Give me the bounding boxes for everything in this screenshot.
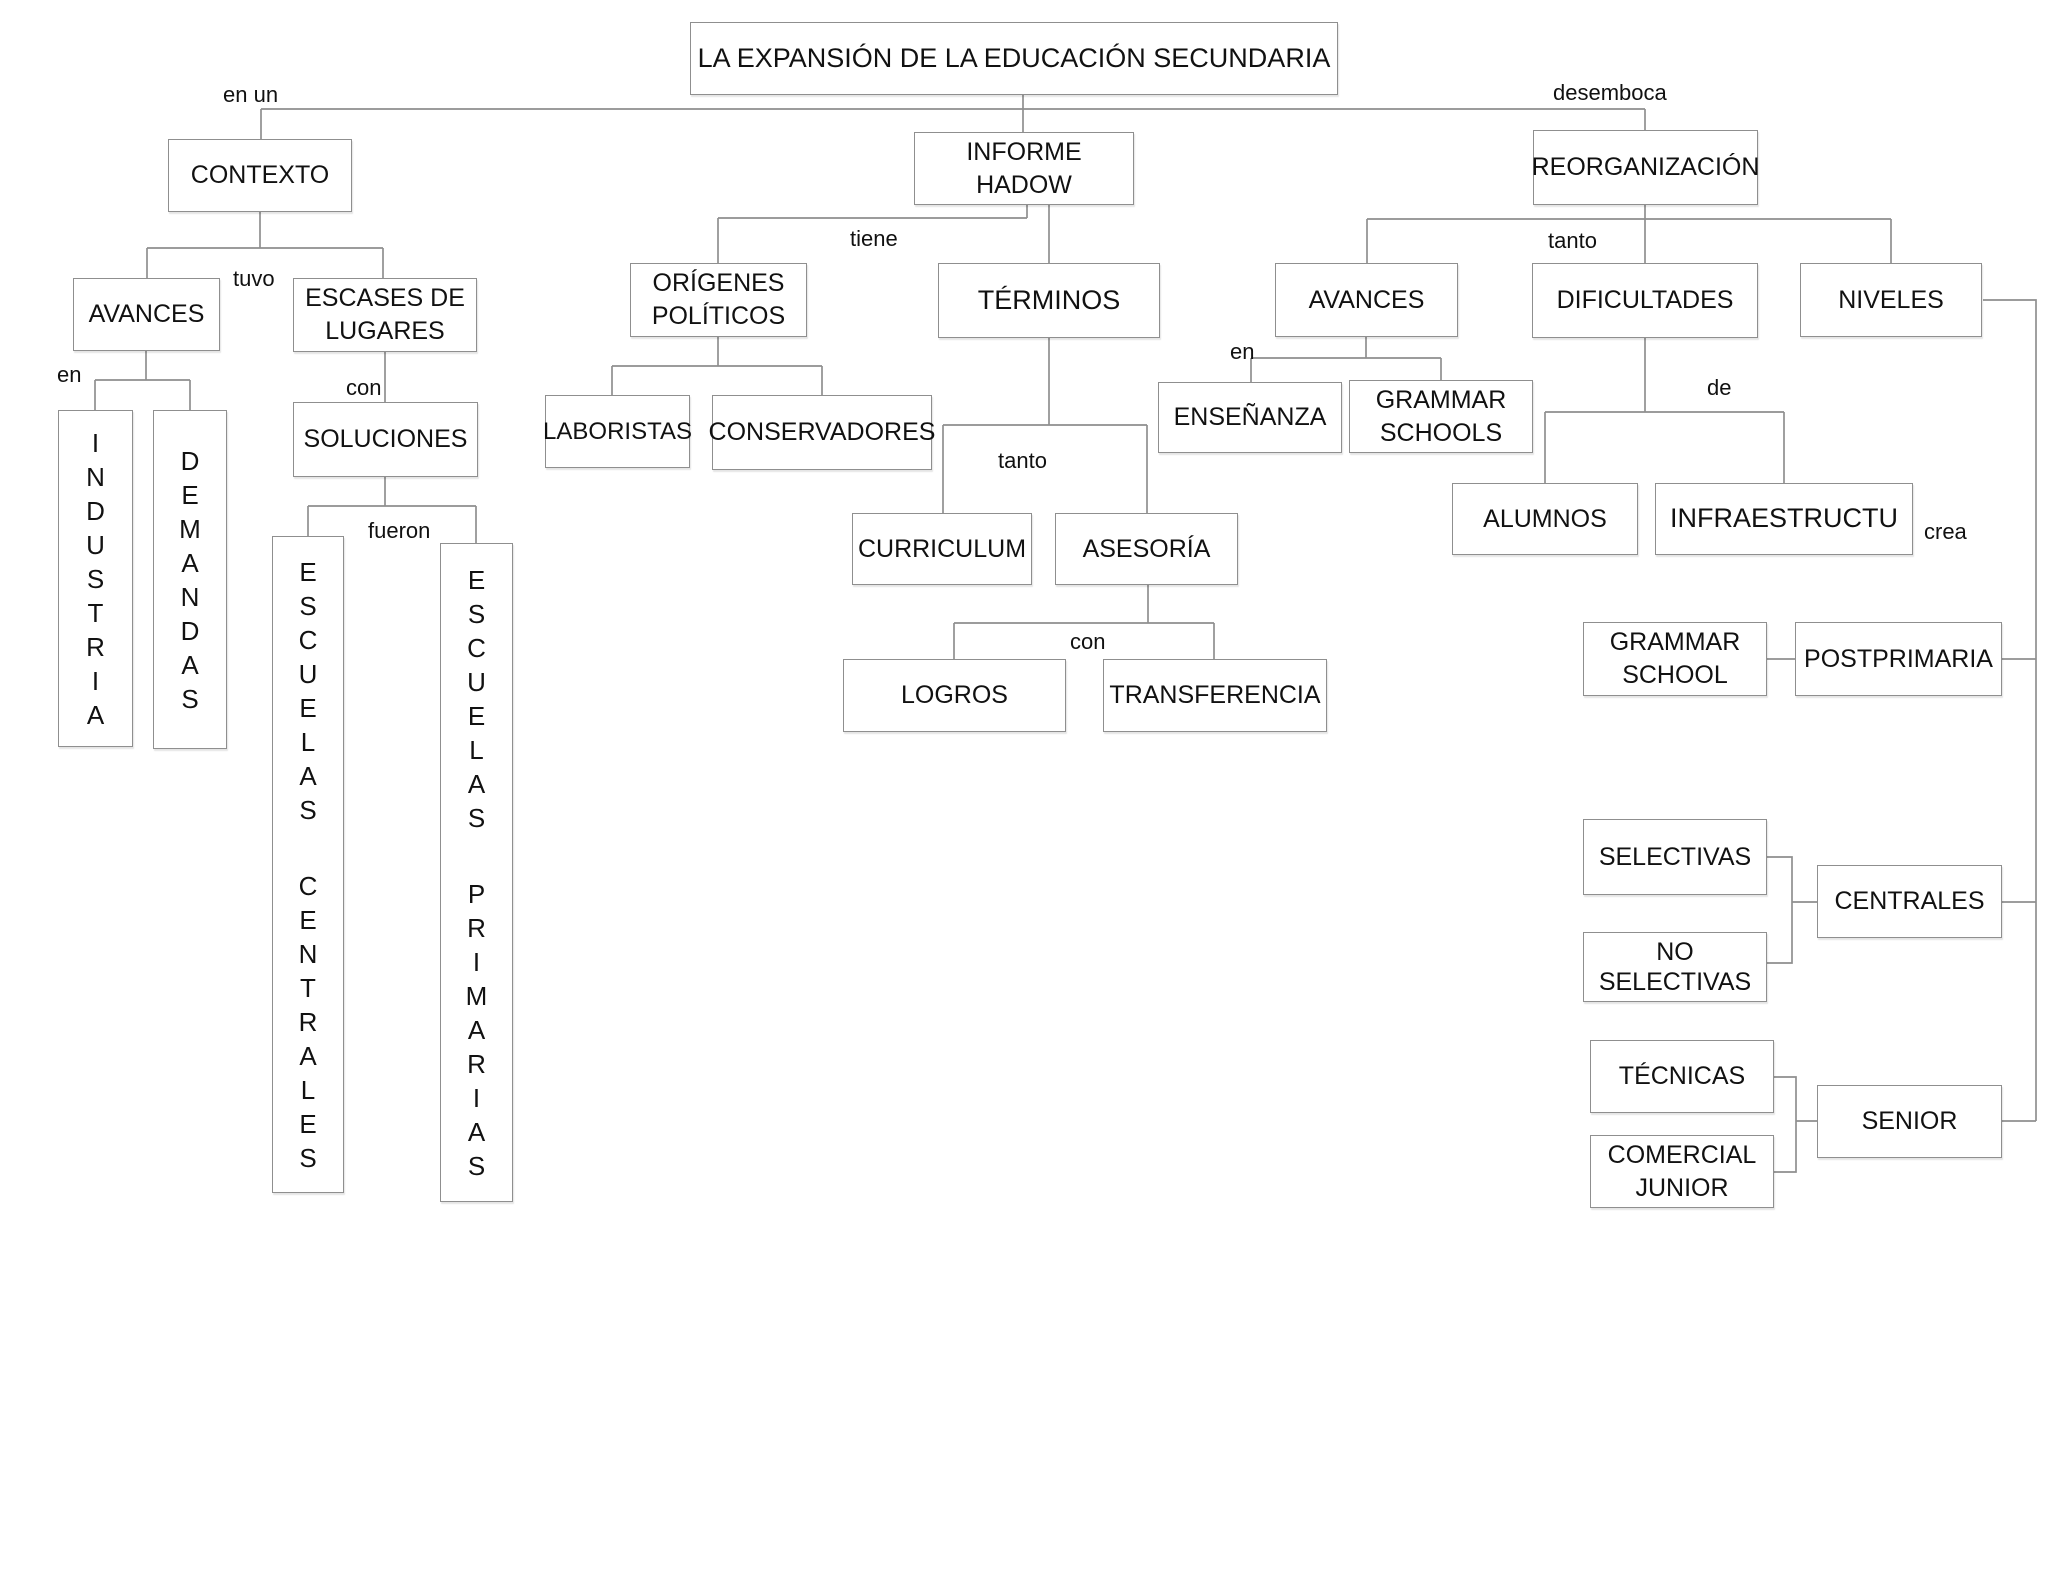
node-centrales-label: CENTRALES bbox=[1834, 887, 1985, 915]
node-terminos: TÉRMINOS bbox=[938, 263, 1160, 338]
node-infraestructu-label: INFRAESTRUCTU bbox=[1670, 503, 1898, 534]
edge-label-en-derecha: en bbox=[1230, 339, 1255, 364]
node-logros-label: LOGROS bbox=[901, 681, 1008, 709]
node-senior-label: SENIOR bbox=[1861, 1107, 1958, 1135]
node-escases-de-lugares: ESCASES DE LUGARES bbox=[293, 278, 477, 352]
node-comercial-junior: COMERCIAL JUNIOR bbox=[1590, 1135, 1774, 1208]
node-informe-hadow-line1: INFORME bbox=[966, 137, 1082, 166]
node-postprimaria-label: POSTPRIMARIA bbox=[1804, 644, 1993, 673]
node-contexto-label: CONTEXTO bbox=[190, 161, 330, 189]
node-grammar-schools: GRAMMAR SCHOOLS bbox=[1349, 380, 1533, 453]
node-avances-derecha: AVANCES bbox=[1275, 263, 1458, 337]
node-origenes-line1: ORÍGENES bbox=[652, 269, 785, 297]
node-infraestructu: INFRAESTRUCTU bbox=[1655, 483, 1913, 555]
edge-tecnicas-bracket bbox=[1774, 1076, 1817, 1173]
node-no-selectivas-line2: SELECTIVAS bbox=[1598, 968, 1752, 996]
node-curriculum: CURRICULUM bbox=[852, 513, 1032, 585]
node-logros: LOGROS bbox=[843, 659, 1066, 732]
node-selectivas: SELECTIVAS bbox=[1583, 819, 1767, 895]
edge-label-tanto-derecha: tanto bbox=[1548, 228, 1597, 253]
edge-selectivas-bracket bbox=[1767, 856, 1817, 964]
node-grammar-school-line2: SCHOOL bbox=[1622, 661, 1728, 689]
edge-label-de: de bbox=[1707, 375, 1732, 400]
edge-niveles-rail bbox=[1983, 299, 2037, 1121]
node-laboristas-label: LABORISTAS bbox=[543, 417, 692, 445]
node-asesoria-label: ASESORÍA bbox=[1082, 534, 1211, 563]
node-alumnos: ALUMNOS bbox=[1452, 483, 1638, 555]
edge-origenes-children bbox=[611, 337, 823, 395]
node-escases-line2: LUGARES bbox=[325, 317, 445, 345]
node-ensenanza: ENSEÑANZA bbox=[1158, 382, 1342, 453]
edge-label-fueron: fueron bbox=[368, 518, 431, 543]
edge-avances-der-children bbox=[1250, 337, 1442, 382]
edge-dificultades-children bbox=[1544, 338, 1785, 483]
edge-avances-izq-children bbox=[94, 351, 191, 410]
node-comercial-junior-line2: JUNIOR bbox=[1635, 1173, 1729, 1202]
node-avances-derecha-label: AVANCES bbox=[1308, 285, 1425, 314]
node-alumnos-label: ALUMNOS bbox=[1483, 504, 1607, 533]
node-selectivas-label: SELECTIVAS bbox=[1598, 842, 1752, 871]
node-soluciones: SOLUCIONES bbox=[293, 402, 478, 477]
edge-terminos-children bbox=[942, 338, 1148, 513]
edge-label-con-centro: con bbox=[1070, 629, 1106, 654]
node-conservadores: CONSERVADORES bbox=[709, 395, 935, 470]
node-origenes-politicos: ORÍGENES POLÍTICOS bbox=[630, 263, 807, 337]
node-comercial-junior-line1: COMERCIAL bbox=[1607, 1140, 1757, 1169]
node-laboristas: LABORISTAS bbox=[543, 395, 692, 468]
node-avances-izquierda: AVANCES bbox=[73, 278, 220, 351]
node-escases-line1: ESCASES DE bbox=[305, 284, 465, 312]
node-niveles-label: NIVELES bbox=[1838, 285, 1944, 314]
node-origenes-line2: POLÍTICOS bbox=[651, 302, 786, 330]
edge-label-en-un: en un bbox=[223, 82, 279, 107]
node-no-selectivas-line1: NO bbox=[1656, 938, 1694, 966]
node-reorganizacion: REORGANIZACIÓN bbox=[1531, 130, 1760, 205]
node-grammar-schools-line1: GRAMMAR bbox=[1375, 385, 1507, 414]
node-transferencia-label: TRANSFERENCIA bbox=[1109, 681, 1321, 709]
node-title-label: LA EXPANSIÓN DE LA EDUCACIÓN SECUNDARIA bbox=[697, 42, 1331, 73]
node-contexto: CONTEXTO bbox=[168, 139, 352, 212]
node-ensenanza-label: ENSEÑANZA bbox=[1173, 403, 1327, 431]
node-niveles: NIVELES bbox=[1800, 263, 1982, 337]
edge-label-tanto-centro: tanto bbox=[998, 448, 1047, 473]
node-grammar-school: GRAMMAR SCHOOL bbox=[1583, 622, 1767, 696]
edge-label-con-izquierda: con bbox=[346, 375, 382, 400]
node-soluciones-label: SOLUCIONES bbox=[303, 425, 468, 453]
node-grammar-school-line1: GRAMMAR bbox=[1609, 628, 1741, 656]
node-reorganizacion-label: REORGANIZACIÓN bbox=[1531, 153, 1760, 181]
node-grammar-schools-line2: SCHOOLS bbox=[1379, 418, 1503, 447]
node-dificultades-label: DIFICULTADES bbox=[1556, 286, 1734, 314]
node-avances-izquierda-label: AVANCES bbox=[88, 300, 205, 328]
edge-label-tiene: tiene bbox=[850, 226, 898, 251]
node-tecnicas-label: TÉCNICAS bbox=[1618, 1062, 1746, 1090]
node-postprimaria: POSTPRIMARIA bbox=[1795, 622, 2002, 696]
node-transferencia: TRANSFERENCIA bbox=[1103, 659, 1327, 732]
node-title: LA EXPANSIÓN DE LA EDUCACIÓN SECUNDARIA bbox=[690, 22, 1338, 95]
node-centrales: CENTRALES bbox=[1817, 865, 2002, 938]
node-tecnicas: TÉCNICAS bbox=[1590, 1040, 1774, 1113]
edge-label-en-izquierda: en bbox=[57, 362, 82, 387]
node-curriculum-label: CURRICULUM bbox=[857, 534, 1027, 563]
edge-label-desemboca: desemboca bbox=[1553, 80, 1667, 105]
node-asesoria: ASESORÍA bbox=[1055, 513, 1238, 585]
node-dificultades: DIFICULTADES bbox=[1532, 263, 1758, 338]
edge-label-crea: crea bbox=[1924, 519, 1967, 544]
node-conservadores-label: CONSERVADORES bbox=[708, 418, 936, 446]
node-terminos-label: TÉRMINOS bbox=[977, 284, 1121, 315]
node-no-selectivas: NO SELECTIVAS bbox=[1583, 932, 1767, 1002]
node-senior: SENIOR bbox=[1817, 1085, 2002, 1158]
node-informe-hadow-line2: HADOW bbox=[976, 170, 1072, 199]
node-informe-hadow: INFORME HADOW bbox=[914, 132, 1134, 205]
edge-reorganizacion-children bbox=[1366, 205, 1892, 263]
edge-label-tuvo: tuvo bbox=[233, 266, 275, 291]
